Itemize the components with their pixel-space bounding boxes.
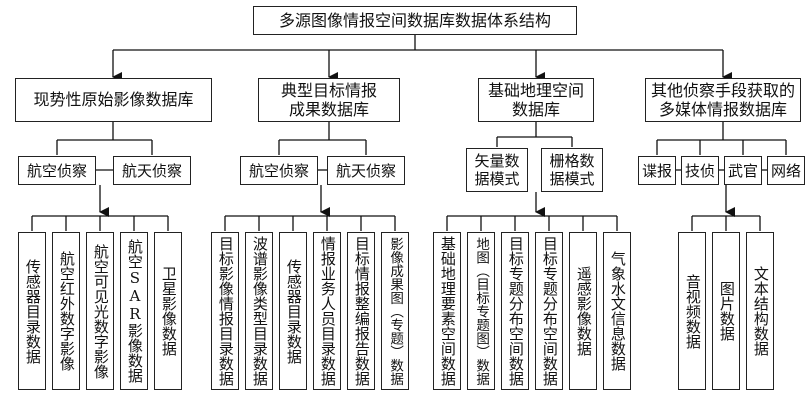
branch-4-label-line-2: 多媒体情报数据库 [658,100,787,119]
branch-3-label-line-1: 基础地理空间 [487,80,584,100]
branch-4-sub-3-label: 武官 [727,161,758,180]
branch-1-sub-1-label: 航空侦察 [26,161,87,180]
leaf-2-2: 波谱影像类型目录数据 [245,232,273,390]
leaf-2-6: 影像成果图（专题）数据 [381,232,409,390]
branch-box-3: 基础地理空间 数据库 [478,78,594,122]
leaf-3-4-label: 目标专题分布空间数据 [540,236,559,386]
branch-4-sub-4-label: 网络 [770,161,801,180]
leaf-4-3-label: 文本结构数据 [751,266,770,356]
branch-4-sub-1: 谍报 [638,156,676,185]
leaf-3-2: 地图（目标专题图）数据 [467,232,495,390]
leaf-2-5: 目标情报整编报告数据 [347,232,375,390]
branch-3-sub-2: 栅格数 据模式 [541,148,603,192]
leaf-3-1-label: 基础地理要素空间数据 [438,236,457,386]
branch-3-sub-2-line-1: 栅格数 [549,152,595,170]
branch-1-label: 现势性原始影像数据库 [33,90,194,110]
branch-1-sub-1: 航空侦察 [18,156,96,185]
leaf-4-1-label: 音视频数据 [683,273,702,349]
leaf-3-4: 目标专题分布空间数据 [535,232,563,390]
leaf-1-3: 航空可见光数字影像 [86,232,114,390]
leaf-1-4: 航空SAR影像数据 [120,232,148,390]
leaf-3-3-label: 目标专题分布空间数据 [506,236,525,386]
leaf-4-2-label: 图片数据 [717,281,736,341]
branch-2-label-line-2: 成果数据库 [288,100,369,119]
leaf-4-3: 文本结构数据 [746,232,774,390]
branch-2-sub-2-label: 航天侦察 [335,161,396,180]
diagram-title: 多源图像情报空间数据库数据体系结构 [253,6,577,35]
branch-2-sub-2: 航天侦察 [327,156,405,185]
branch-4-label-line-1: 其他侦察手段获取的 [650,80,795,100]
branch-2-sub-1: 航空侦察 [240,156,318,185]
leaf-3-6-label: 气象水文信息数据 [608,251,627,371]
leaf-1-1-label: 传感器目录数据 [23,258,42,364]
leaf-2-1: 目标影像情报目录数据 [211,232,239,390]
branch-3-sub-1: 矢量数 据模式 [466,148,528,192]
branch-4-sub-4: 网络 [767,156,805,185]
branch-4-sub-3: 武官 [724,156,762,185]
branch-box-1: 现势性原始影像数据库 [15,78,212,122]
leaf-1-2-label: 航空红外数字影像 [57,251,76,371]
leaf-1-2: 航空红外数字影像 [52,232,80,390]
branch-1-sub-2: 航天侦察 [113,156,191,185]
branch-3-sub-1-line-1: 矢量数 [474,152,520,170]
leaf-2-1-label: 目标影像情报目录数据 [216,236,235,386]
leaf-3-5: 遥感影像数据 [569,232,597,390]
leaf-2-3: 传感器目录数据 [279,232,307,390]
leaf-4-2: 图片数据 [712,232,740,390]
leaf-2-2-label: 波谱影像类型目录数据 [250,236,269,386]
leaf-2-4: 情报业务人员目录数据 [313,232,341,390]
branch-1-sub-2-label: 航天侦察 [121,161,182,180]
leaf-2-3-label: 传感器目录数据 [284,258,303,364]
branch-2-sub-1-label: 航空侦察 [248,161,309,180]
leaf-1-5: 卫星影像数据 [154,232,182,390]
branch-3-sub-2-line-2: 据模式 [549,170,595,188]
leaf-2-5-label: 目标情报整编报告数据 [352,236,371,386]
branch-4-sub-2-label: 技侦 [684,161,715,180]
leaf-3-5-label: 遥感影像数据 [574,266,593,356]
branch-box-4: 其他侦察手段获取的 多媒体情报数据库 [645,78,801,122]
leaf-1-4-label: 航空SAR影像数据 [125,239,144,383]
branch-2-label-line-1: 典型目标情报 [280,80,377,100]
branch-4-sub-2: 技侦 [681,156,719,185]
leaf-2-6-label: 影像成果图（专题）数据 [387,236,404,386]
leaf-3-1: 基础地理要素空间数据 [433,232,461,390]
branch-3-sub-1-line-2: 据模式 [474,170,520,188]
branch-box-2: 典型目标情报 成果数据库 [258,78,400,122]
leaf-1-1: 传感器目录数据 [18,232,46,390]
branch-4-sub-1-label: 谍报 [641,161,672,180]
leaf-3-6: 气象水文信息数据 [603,232,631,390]
leaf-1-3-label: 航空可见光数字影像 [91,243,110,379]
leaf-4-1: 音视频数据 [678,232,706,390]
leaf-3-2-label: 地图（目标专题图）数据 [473,236,490,386]
leaf-2-4-label: 情报业务人员目录数据 [318,236,337,386]
branch-3-label-line-2: 数据库 [511,100,560,119]
leaf-3-3: 目标专题分布空间数据 [501,232,529,390]
diagram-title-text: 多源图像情报空间数据库数据体系结构 [278,10,551,30]
leaf-1-5-label: 卫星影像数据 [159,266,178,356]
